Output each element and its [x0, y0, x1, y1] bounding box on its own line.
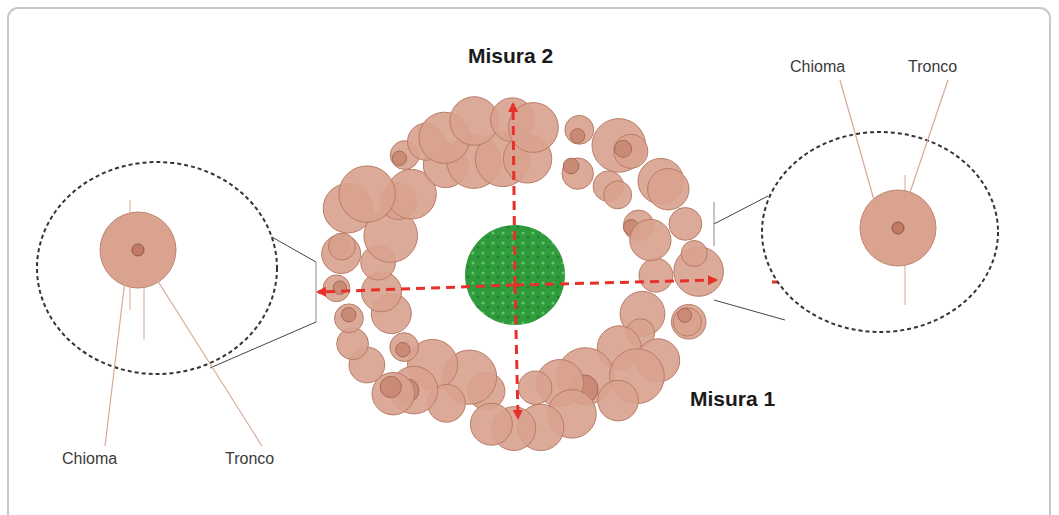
zoom-circle: [762, 132, 998, 332]
measure-arrow: [513, 104, 515, 285]
measure-arrow: [515, 285, 518, 418]
crown-overlap: [563, 158, 579, 174]
crown: [335, 304, 364, 333]
measure-label: Misura 1: [690, 387, 775, 410]
measure-arrow: [318, 285, 515, 292]
green-center: [465, 225, 565, 325]
zoom-line: [714, 196, 768, 224]
zoom-line: [714, 300, 785, 320]
crown: [470, 403, 512, 445]
part-label: Chioma: [62, 450, 117, 468]
crown-overlap: [615, 140, 632, 157]
trunk: [892, 222, 904, 234]
crown-overlap: [570, 129, 584, 143]
frame: [8, 8, 1050, 515]
crown: [519, 371, 552, 404]
crown: [639, 258, 673, 292]
crown: [630, 219, 671, 260]
crown-ring: [322, 97, 724, 451]
crown-overlap: [342, 308, 356, 322]
crown: [328, 233, 355, 260]
crown: [100, 212, 176, 288]
crown: [323, 275, 350, 302]
crown-overlap: [678, 308, 692, 322]
crown: [509, 103, 559, 153]
crown: [671, 305, 706, 340]
crown: [860, 190, 936, 266]
trunk: [132, 244, 144, 256]
leader-line: [105, 272, 126, 446]
crown-overlap: [396, 343, 410, 357]
leader-line: [900, 80, 948, 222]
measure-label: Misura 2: [468, 44, 553, 67]
crown: [673, 308, 701, 336]
crown: [565, 115, 594, 144]
crown-overlap: [380, 376, 401, 397]
crown: [598, 380, 639, 421]
zoom-circle: [37, 162, 277, 374]
leader-line: [142, 256, 262, 446]
crown: [669, 208, 702, 241]
measure-arrow: [515, 280, 716, 285]
crown: [648, 169, 689, 210]
crown: [614, 134, 648, 168]
crown: [681, 241, 707, 267]
part-label: Chioma: [790, 58, 845, 76]
tick: [316, 262, 317, 322]
crown: [604, 181, 632, 209]
crown: [562, 158, 593, 189]
part-label: Tronco: [225, 450, 274, 468]
crown-overlap: [392, 151, 406, 165]
crown: [390, 333, 419, 362]
part-label: Tronco: [908, 58, 957, 76]
leader-line: [840, 80, 874, 200]
crown: [339, 166, 395, 222]
